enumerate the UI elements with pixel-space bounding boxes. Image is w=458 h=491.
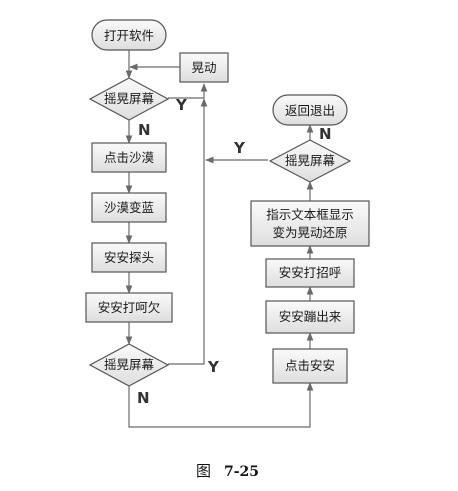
step-anan-yawn-label: 安安打呵欠 (98, 300, 161, 315)
step-click-desert-label: 点击沙漠 (104, 150, 155, 165)
decision-1-no-label: N (138, 121, 151, 139)
edge-shake1-yes (168, 83, 208, 99)
decision-3-no-label: N (319, 125, 332, 143)
step-hint-line1: 指示文本框显示 (266, 207, 354, 222)
step-click-anan-label: 点击安安 (285, 358, 335, 373)
step-anan-peek: 安安探头 (91, 242, 167, 273)
step-anan-greet-label: 安安打招呼 (279, 265, 342, 280)
step-anan-yawn: 安安打呵欠 (85, 292, 173, 323)
decision-3-yes-label: Y (233, 139, 246, 157)
edge-shake2-yes (168, 98, 208, 365)
decision-2-label: 摇晃屏幕 (104, 357, 155, 372)
step-click-anan: 点击安安 (272, 348, 348, 384)
step-hint-textbox: 指示文本框显示 变为晃动还原 (250, 200, 370, 247)
start-node: 打开软件 (91, 19, 167, 51)
decision-2-no-label: N (137, 389, 150, 407)
shake-box-label: 晃动 (191, 60, 216, 75)
decision-1-yes-label: Y (175, 96, 188, 114)
step-hint-line2: 变为晃动还原 (272, 225, 347, 240)
figure-caption: 图 7-25 (196, 462, 259, 480)
decision-shake-screen-1: 摇晃屏幕 (88, 77, 170, 121)
shake-box: 晃动 (179, 52, 229, 83)
decision-2-yes-label: Y (207, 358, 220, 376)
step-desert-blue-label: 沙漠变蓝 (104, 200, 154, 215)
start-node-label: 打开软件 (104, 28, 154, 43)
caption-number: 7-25 (224, 464, 259, 480)
edge-shake2-no (128, 382, 314, 428)
decision-shake-screen-3: 摇晃屏幕 (268, 139, 352, 183)
step-desert-blue: 沙漠变蓝 (91, 192, 167, 223)
step-anan-jump-label: 安安蹦出来 (279, 309, 342, 324)
decision-shake-screen-2: 摇晃屏幕 (88, 343, 170, 387)
step-anan-jump: 安安蹦出来 (265, 300, 355, 334)
decision-3-label: 摇晃屏幕 (285, 153, 336, 168)
connectors (125, 50, 314, 428)
decision-1-label: 摇晃屏幕 (104, 91, 155, 106)
step-anan-peek-label: 安安探头 (104, 250, 154, 265)
caption-prefix: 图 (196, 462, 211, 480)
end-node: 返回退出 (272, 94, 348, 126)
end-node-label: 返回退出 (285, 103, 335, 118)
step-anan-greet: 安安打招呼 (265, 258, 355, 288)
step-click-desert: 点击沙漠 (91, 142, 167, 173)
